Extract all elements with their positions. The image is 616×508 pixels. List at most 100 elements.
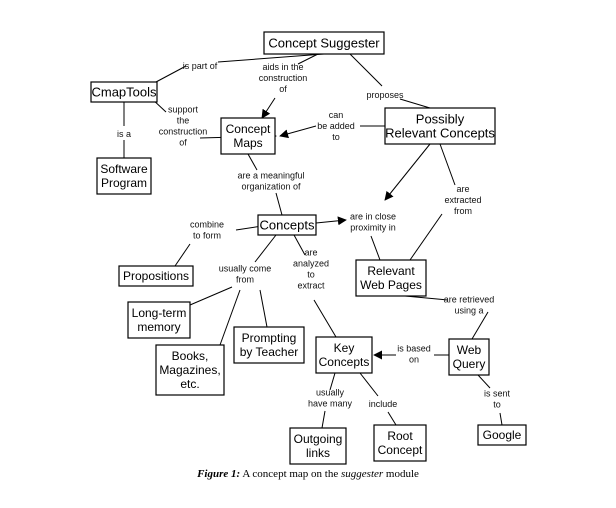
connector-line [409,213,443,261]
link-label: is part of [183,61,218,71]
node-box [315,336,373,374]
node-propositions: Propositions [118,265,194,287]
connector-lines [123,53,503,429]
node-label: Concept Suggester [268,36,380,51]
node-label: CmapTools [91,85,157,100]
node-box [127,301,191,339]
node-box [448,338,490,376]
connector-line [247,153,258,171]
connector-line [387,411,397,426]
connector-line [315,216,347,226]
connector-line [404,295,449,301]
connector-line [293,234,306,256]
node-box [90,81,158,103]
caption-emphasis: suggester [341,468,384,480]
connector-line [259,289,268,328]
caption-text-before: A concept map on the [240,468,341,480]
node-box [263,31,385,55]
node-box [155,344,225,396]
connector-line [189,286,233,306]
link-label: include [369,399,398,409]
node-box [233,326,305,364]
node-label: Google [483,428,522,442]
connector-line [254,234,277,263]
connector-line [477,374,491,389]
connector-line [261,97,276,119]
connector-line [370,235,381,261]
connector-line [471,311,489,340]
caption-figure-label: Figure 1 [197,468,237,480]
connector-line [329,372,336,391]
connector-line [275,192,283,216]
node-box [477,424,527,446]
node-box [220,117,276,155]
node-box [118,265,194,287]
connector-line [155,65,187,83]
caption-text-after: module [383,468,419,480]
node-box [384,107,496,145]
node-cmaptools: CmapTools [90,81,158,103]
link-proposes: proposes [366,90,404,100]
link-label: is a [117,129,131,139]
connector-line [439,143,456,186]
node-concepts: Concepts [257,214,317,236]
node-google: Google [477,424,527,446]
node-box [257,214,317,236]
connector-line [359,372,379,397]
link-include: include [369,399,398,409]
node-box [373,424,427,462]
node-box [289,427,347,465]
connector-line [217,53,325,63]
connector-line [349,53,383,87]
node-label: Concepts [260,218,315,233]
node-label: Propositions [123,269,189,283]
connector-line [384,143,431,201]
link-is-a: is a [117,129,131,139]
